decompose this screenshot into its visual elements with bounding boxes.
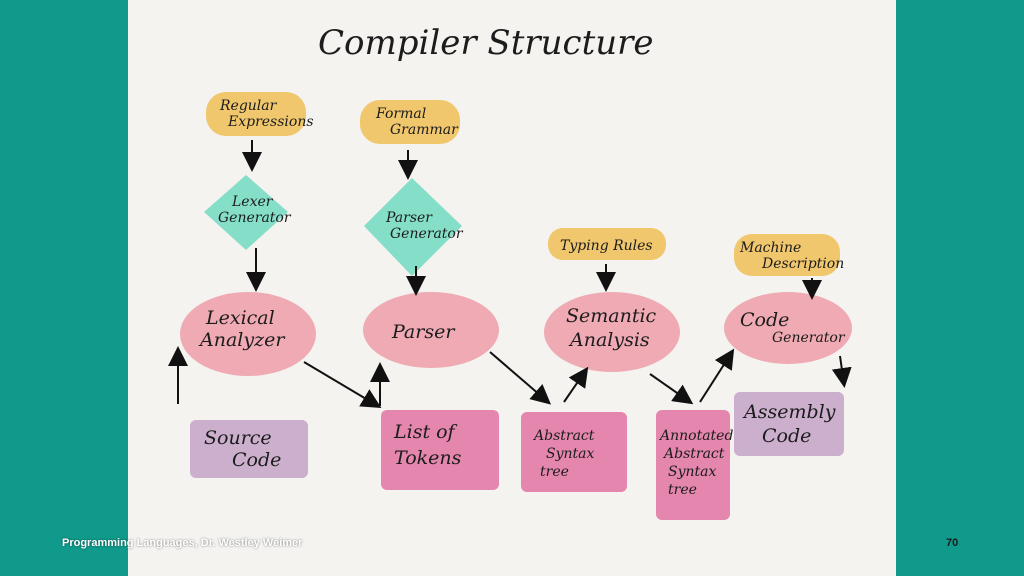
flow-arrows xyxy=(168,140,852,409)
phase-label-line2: Analysis xyxy=(568,329,650,351)
artifact-label-line2: Tokens xyxy=(394,447,462,469)
input-label-line2: Expressions xyxy=(227,114,314,130)
artifact-assembly-code: Assembly Code xyxy=(734,392,844,456)
generator-parser: Parser Generator xyxy=(364,178,464,276)
artifact-label-line2: Syntax xyxy=(546,446,594,462)
input-typing-rules: Typing Rules xyxy=(548,228,666,260)
phase-label-line2: Analyzer xyxy=(198,329,286,351)
artifact-label-line2: Abstract xyxy=(662,446,725,462)
input-formal-grammar: Formal Grammar xyxy=(360,100,460,144)
artifact-label-line1: Annotated xyxy=(658,428,733,444)
phase-label-line1: Lexical xyxy=(205,307,275,329)
input-label-line1: Formal xyxy=(375,106,426,122)
arrow-parser-to-ast xyxy=(489,351,552,405)
artifact-source-code: Source Code xyxy=(190,420,308,478)
artifact-list-of-tokens: List of Tokens xyxy=(381,410,499,490)
diagram-title: Compiler Structure xyxy=(318,23,654,63)
input-regular-expressions: Regular Expressions xyxy=(206,92,314,136)
phase-code-generator: Code Generator xyxy=(724,292,852,364)
arrow-lexical-analyzer-to-tokens xyxy=(303,361,382,409)
artifact-label-line1: Abstract xyxy=(532,428,595,444)
artifact-label-line2: Code xyxy=(762,425,811,447)
artifact-label-line4: tree xyxy=(668,482,697,498)
generator-label-line1: Parser xyxy=(385,210,433,226)
artifact-annotated-abstract-syntax-tree: Annotated Abstract Syntax tree xyxy=(656,410,733,520)
artifact-label-line1: Source xyxy=(204,427,272,449)
phase-label-line1: Parser xyxy=(391,321,456,343)
page-number: 70 xyxy=(946,537,959,549)
arrow-annotated-ast-to-codegen xyxy=(699,348,735,403)
artifact-label-line3: Syntax xyxy=(668,464,716,480)
compiler-structure-diagram: Compiler Structure Regular Expressions F… xyxy=(168,23,852,520)
input-label-line2: Description xyxy=(761,256,844,272)
artifact-abstract-syntax-tree: Abstract Syntax tree xyxy=(521,412,627,492)
footer-course-label: Programming Languages, Dr. Westley Weime… xyxy=(62,537,303,549)
input-label-line1: Machine xyxy=(739,240,801,256)
arrow-ast-to-semantic xyxy=(563,366,589,403)
phase-semantic-analysis: Semantic Analysis xyxy=(544,292,680,372)
phase-label-line1: Semantic xyxy=(566,305,657,327)
artifact-label-line3: tree xyxy=(540,464,569,480)
phase-label-line1: Code xyxy=(740,309,789,331)
input-machine-description: Machine Description xyxy=(734,234,844,276)
generator-lexer: Lexer Generator xyxy=(204,175,292,250)
input-label-line1: Typing Rules xyxy=(560,238,653,254)
arrow-semantic-to-annotated-ast xyxy=(649,373,694,405)
phase-label-line2: Generator xyxy=(772,330,846,346)
artifact-label-line1: List of xyxy=(393,421,458,443)
input-label-line2: Grammar xyxy=(390,122,459,138)
generator-label-line2: Generator xyxy=(390,226,464,242)
generator-label-line2: Generator xyxy=(218,210,292,226)
input-label-line1: Regular xyxy=(219,98,278,114)
arrow-codegen-to-assembly xyxy=(831,355,852,388)
artifact-label-line1: Assembly xyxy=(742,401,836,423)
phase-lexical-analyzer: Lexical Analyzer xyxy=(180,292,316,376)
artifact-label-line2: Code xyxy=(232,449,281,471)
phase-parser: Parser xyxy=(363,292,499,368)
generator-label-line1: Lexer xyxy=(231,194,274,210)
